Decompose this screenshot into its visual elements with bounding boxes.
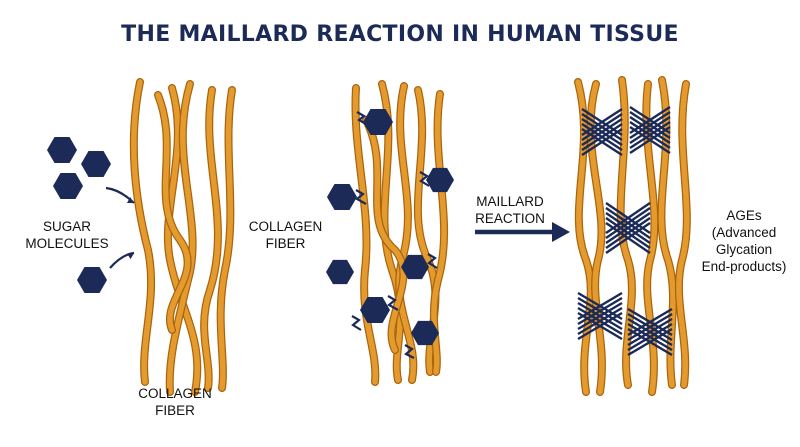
diagram-title: THE MAILLARD REACTION IN HUMAN TISSUE [121,22,679,47]
hexagon-icon [53,173,83,199]
molecules-and-links [47,105,673,359]
sugar-arrow-icon-head [127,253,134,260]
sugar-molecules-label: SUGAR MOLECULES [12,218,122,252]
label-line: AGEs [726,208,762,223]
label-line: End-products) [701,259,787,274]
hexagon-icon [401,254,429,280]
label-line: MAILLARD [476,194,544,209]
crosslink-mesh-icon [627,307,673,357]
hexagon-icon [426,167,454,193]
zigzag-bond-icon [387,295,399,311]
label-line: Glycation [715,242,773,257]
collagen-strand [155,92,191,333]
hexagon-icon [81,151,111,177]
crosslink-mesh-icon [581,107,623,157]
hexagon-icon [411,320,439,346]
hexagon-icon [327,184,357,210]
collagen-strand [379,81,403,383]
collagen-strand [131,79,154,385]
zigzag-bond-icon [351,315,362,331]
sugar-arrow-icon-head [127,197,134,204]
collagen-strand [431,91,447,375]
zigzag-bond-icon [404,344,415,359]
label-line: REACTION [475,211,545,226]
collagen-strand [165,85,201,395]
label-line: FIBER [155,403,195,418]
label-line: SUGAR [42,219,91,234]
collagen-strand [617,77,635,388]
zigzag-bond-icon [355,189,367,205]
label-line: FIBER [265,236,306,251]
collagen-strand [217,87,235,391]
zigzag-bond-icon [427,253,438,269]
maillard-reaction-label: MAILLARD REACTION [455,193,565,227]
label-line: COLLAGEN [138,386,212,401]
hexagon-icon [77,267,107,293]
crosslink-mesh-icon [577,291,623,341]
collagen-strand [201,87,221,391]
collagen-strand [658,77,676,388]
hexagon-icon [326,259,354,285]
crosslink-mesh-icon [605,202,651,254]
arrow-right-icon [552,222,570,242]
collagen-strand [676,81,690,388]
ages-label: AGEs (Advanced Glycation End-products) [688,207,800,275]
collagen-fibers-group-2 [351,80,449,386]
label-line: COLLAGEN [248,219,323,234]
hexagon-icon [360,297,390,323]
collagen-fibers-group-1 [129,78,236,396]
hexagon-icon [363,109,393,135]
zigzag-bond-icon [356,111,367,125]
collagen-fiber-middle-label: COLLAGEN FIBER [238,218,333,252]
label-line: MOLECULES [25,236,109,251]
crosslink-mesh-icon [629,105,671,155]
collagen-fiber-bottom-label: COLLAGEN FIBER [125,385,225,419]
label-line: (Advanced [711,225,777,240]
collagen-strand [352,85,379,385]
collagen-strand [363,117,407,353]
zigzag-bond-icon [419,171,430,187]
hexagon-icon [47,137,77,163]
